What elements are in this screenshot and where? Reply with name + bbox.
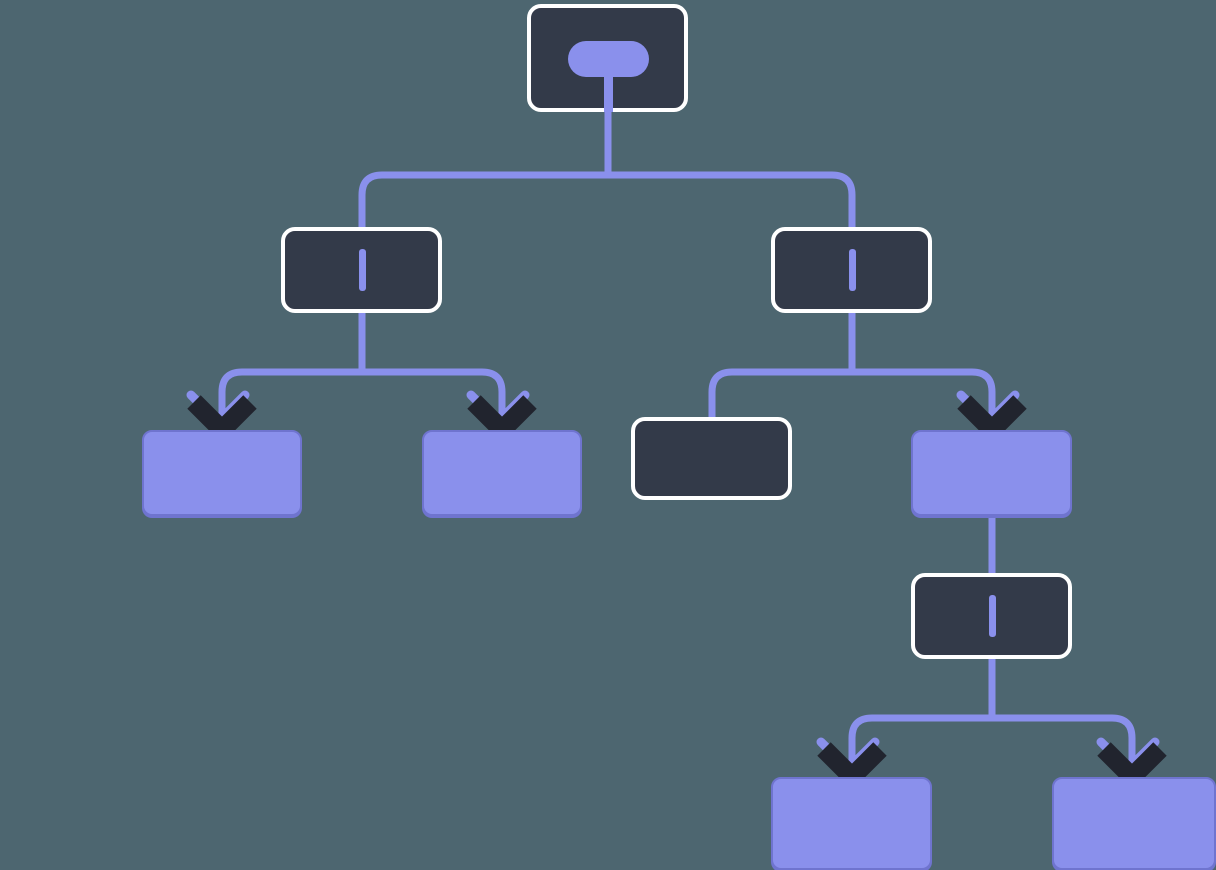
arrowhead-chevron-down-icon [187,395,257,444]
edge-n1-to-n2 [358,108,612,227]
node-n10[interactable] [1052,777,1216,870]
node-n1[interactable] [527,4,688,112]
arrowhead-e6 [956,390,1027,444]
node-caret-line-icon [358,249,366,291]
arrowhead-accent-chevron-icon [1096,737,1160,774]
node-n8[interactable] [911,573,1072,659]
arrowhead-accent-chevron-icon [466,390,530,427]
node-n6[interactable] [631,417,792,500]
arrowhead-accent-chevron-icon [956,390,1020,427]
node-n3[interactable] [771,227,932,313]
node-n7[interactable] [911,430,1072,516]
node-n2[interactable] [281,227,442,313]
arrowhead-chevron-down-icon [467,395,537,444]
edge-n3-to-n7 [848,313,996,432]
arrowhead-accent-chevron-icon [816,737,880,774]
edge-n2-to-n4 [218,313,366,432]
node-n4[interactable] [142,430,302,516]
node-caret-line-icon [988,595,996,637]
arrowhead-e4 [466,390,537,444]
edge-n2-to-n5 [358,313,506,432]
arrowhead-e8 [816,737,887,791]
node-n9[interactable] [771,777,932,870]
arrowhead-accent-chevron-icon [186,390,250,427]
edge-n8-to-n9 [848,659,996,779]
arrowhead-chevron-down-icon [817,742,887,791]
node-n5[interactable] [422,430,582,516]
edge-n8-to-n10 [988,659,1136,779]
arrowhead-e3 [186,390,257,444]
arrowhead-e9 [1096,737,1167,791]
edge-n1-to-n3 [604,108,856,227]
arrowhead-chevron-down-icon [1097,742,1167,791]
node-caret-line-icon [848,249,856,291]
arrowhead-chevron-down-icon [957,395,1027,444]
root-pill-stem-icon [604,60,613,112]
edge-n3-to-n6 [708,313,856,417]
